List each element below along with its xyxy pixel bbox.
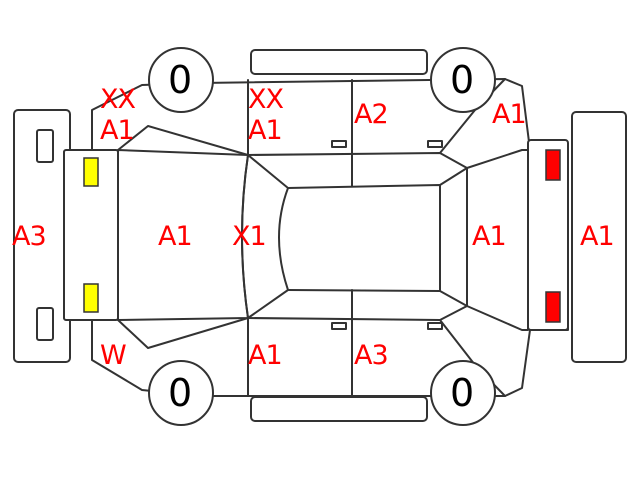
code-front-glass: X1 xyxy=(232,221,267,252)
tire-front-left-value: 0 xyxy=(168,58,193,102)
right-front-fender-line xyxy=(117,317,249,349)
wheel-rear-left xyxy=(430,47,496,113)
tire-front-right-value: 0 xyxy=(168,371,193,415)
front-bumper-right-lamp-slot xyxy=(36,307,54,341)
code-left-front-fender-2: A1 xyxy=(100,115,135,146)
left-rear-door-handle xyxy=(427,140,443,148)
code-front-bumper: A3 xyxy=(12,221,47,252)
rear-bumper xyxy=(571,111,627,363)
headlamp-right xyxy=(83,283,99,313)
code-left-rear-door: A2 xyxy=(354,99,389,130)
left-front-door-handle xyxy=(331,140,347,148)
front-bumper-left-lamp-slot xyxy=(36,129,54,163)
code-left-front-door-1: XX xyxy=(248,84,284,115)
tire-rear-right-value: 0 xyxy=(450,371,475,415)
taillamp-left xyxy=(545,149,561,181)
code-right-front-door: A1 xyxy=(248,340,283,371)
right-rear-door-handle xyxy=(427,322,443,330)
rear-panel xyxy=(527,139,569,331)
code-left-rear-fender: A1 xyxy=(492,99,527,130)
wheel-front-left xyxy=(148,47,214,113)
code-rear-bumper: A1 xyxy=(580,221,615,252)
code-hood: A1 xyxy=(158,221,193,252)
headlamp-left xyxy=(83,157,99,187)
right-side-skirt xyxy=(250,396,428,422)
right-front-door-handle xyxy=(331,322,347,330)
code-trunk-lid: A1 xyxy=(472,221,507,252)
code-right-front-fender: W xyxy=(100,340,127,371)
taillamp-right xyxy=(545,291,561,323)
left-front-fender-line xyxy=(117,125,249,156)
code-right-rear-door: A3 xyxy=(354,340,389,371)
code-left-front-fender-1: XX xyxy=(100,84,136,115)
code-left-front-door-2: A1 xyxy=(248,115,283,146)
left-side-skirt xyxy=(250,49,428,75)
wheel-front-right xyxy=(148,360,214,426)
tire-rear-left-value: 0 xyxy=(450,58,475,102)
wheel-rear-right xyxy=(430,360,496,426)
